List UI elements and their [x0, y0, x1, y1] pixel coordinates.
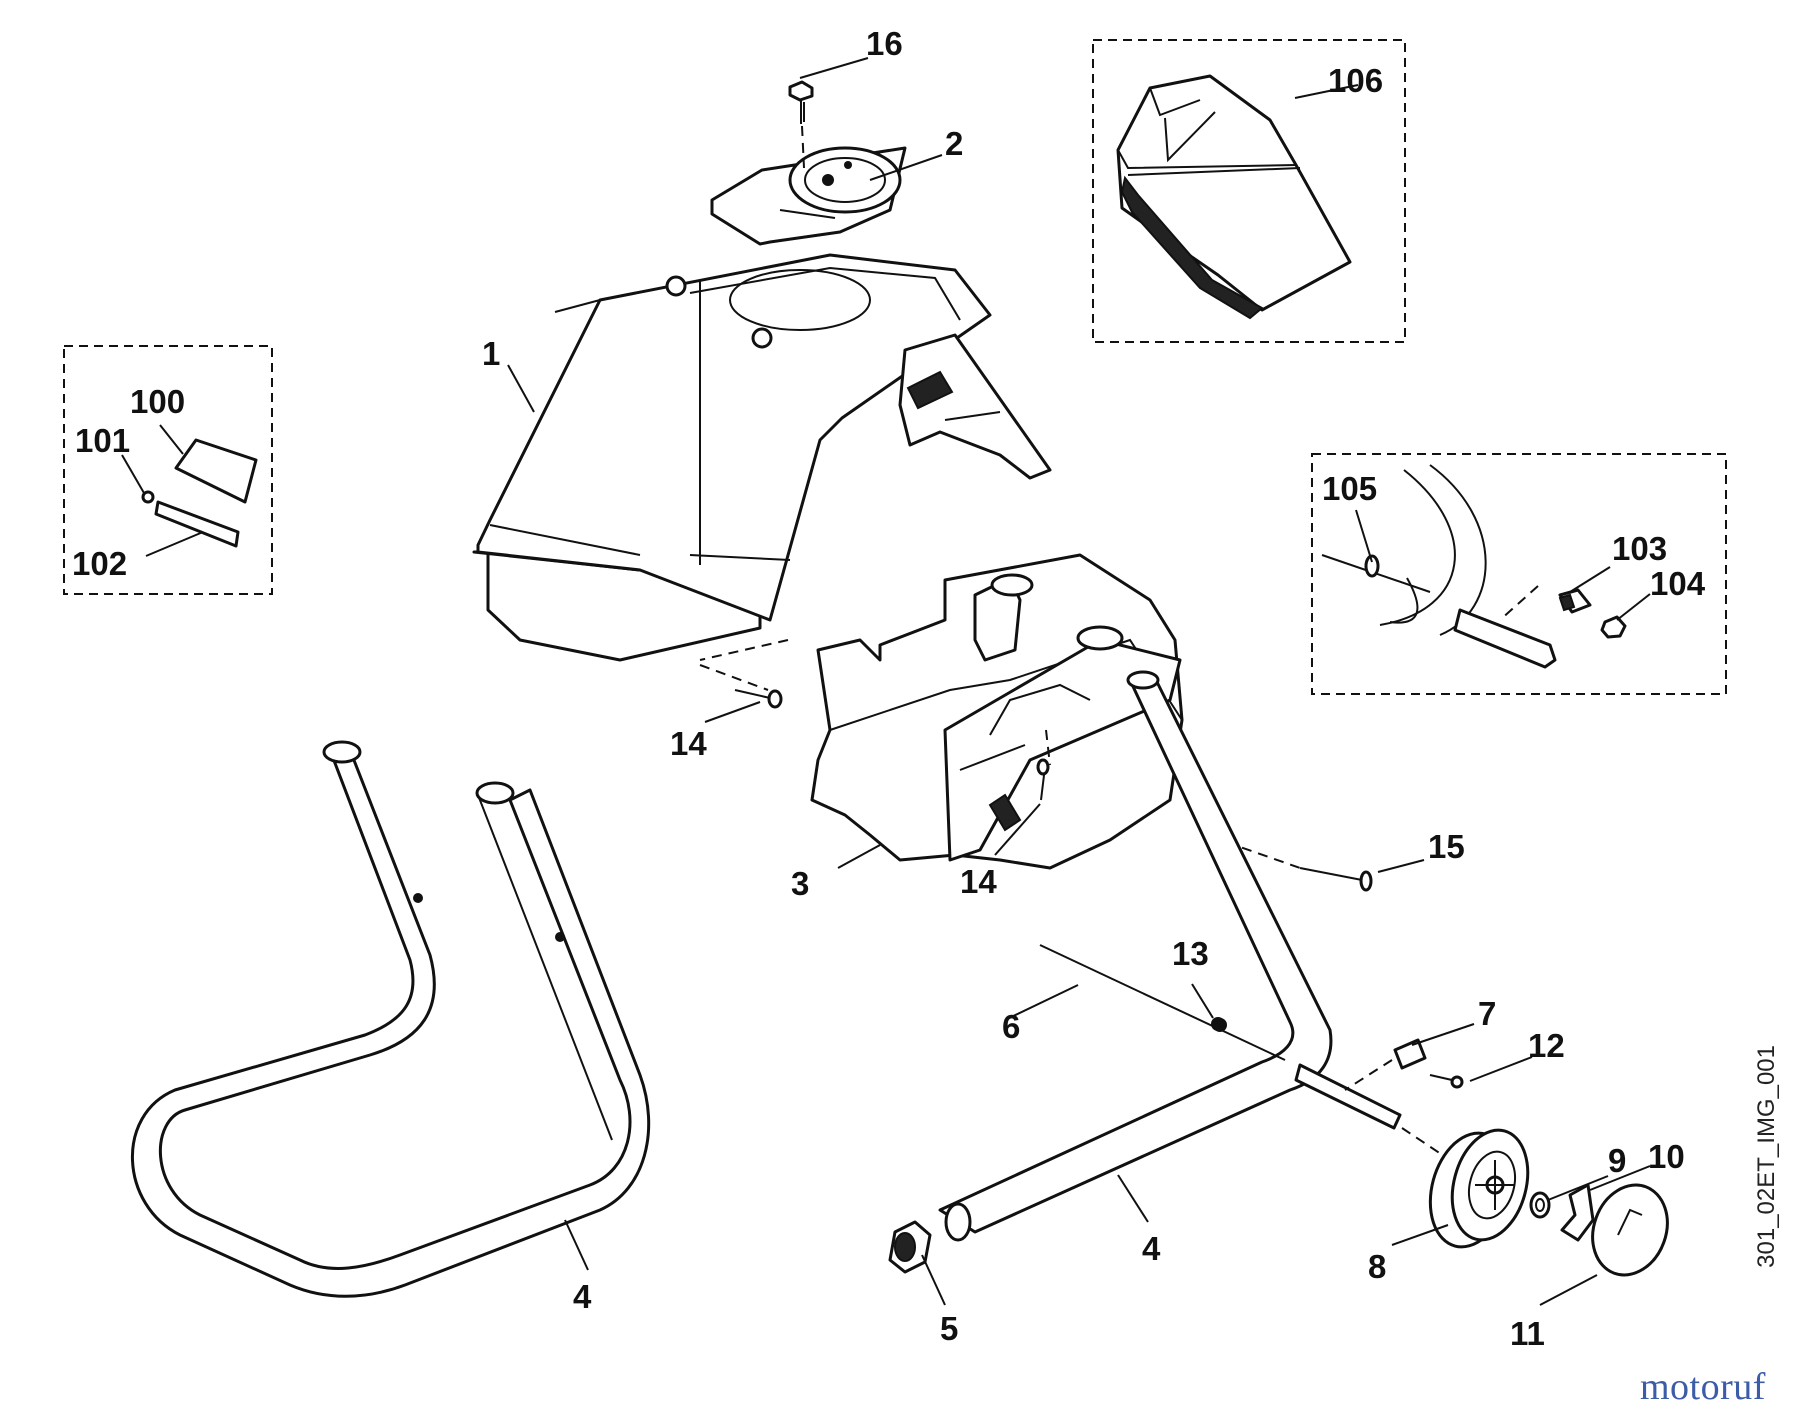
part-3-chassis	[810, 553, 1184, 870]
callout-3: 3	[791, 865, 809, 902]
part-4-frame-left	[130, 740, 651, 1298]
callout-100: 100	[130, 383, 185, 420]
watermark-logo: motoruf	[1640, 1366, 1766, 1408]
part-11-hub-cap	[1591, 1183, 1669, 1277]
part-12-screw	[1429, 1074, 1464, 1089]
callout-12: 12	[1528, 1027, 1565, 1064]
callout-4-right: 4	[1142, 1230, 1161, 1267]
callout-14-upper: 14	[670, 725, 707, 762]
callout-8: 8	[1368, 1248, 1386, 1285]
kit-box-bag	[1092, 39, 1406, 343]
part-103-sleeve	[1558, 588, 1592, 614]
part-14-screw-lower	[1036, 729, 1051, 801]
part-8-wheel	[1401, 1127, 1530, 1249]
callout-10: 10	[1648, 1138, 1685, 1175]
callout-15: 15	[1428, 828, 1465, 865]
callout-104: 104	[1650, 565, 1706, 602]
callout-2: 2	[945, 125, 963, 162]
part-100-label	[174, 438, 258, 504]
callout-103: 103	[1612, 530, 1667, 567]
part-9-washer	[1529, 1191, 1551, 1219]
part-15-screw	[1225, 841, 1373, 892]
callout-102: 102	[72, 545, 127, 582]
part-13-rivet	[1211, 1017, 1225, 1031]
callout-101: 101	[75, 422, 130, 459]
callout-4-left: 4	[573, 1278, 592, 1315]
callout-1: 1	[482, 335, 500, 372]
part-4-frame-right	[938, 670, 1402, 1242]
kit-box-axle-pin	[1311, 453, 1727, 695]
kit-box-labels	[63, 345, 273, 595]
callout-6: 6	[1002, 1008, 1020, 1045]
callout-16: 16	[866, 25, 903, 62]
callout-11: 11	[1510, 1315, 1545, 1352]
callout-7: 7	[1478, 995, 1496, 1032]
part-5-end-cap	[888, 1220, 932, 1274]
callout-9: 9	[1608, 1142, 1626, 1179]
part-101-ring	[141, 490, 155, 504]
leader-lines	[121, 57, 1651, 1306]
callout-14-lower: 14	[960, 863, 997, 900]
callout-labels: 1 2 3 4 4 5 6 7 8 9 10 11 12 13 14 14 15…	[72, 25, 1706, 1352]
part-14-screw-upper	[699, 639, 789, 709]
part-1-housing	[472, 253, 1052, 662]
drawing-reference: 301_02ET_IMG_001	[1753, 1045, 1780, 1268]
callout-105: 105	[1322, 470, 1377, 507]
part-102-strip	[154, 500, 240, 548]
callout-106: 106	[1328, 62, 1383, 99]
part-104-nut	[1453, 585, 1627, 669]
part-16-screw	[788, 80, 814, 169]
callout-5: 5	[940, 1310, 958, 1347]
part-106-collection-bag	[1116, 74, 1352, 320]
part-7-bracket	[1344, 1038, 1427, 1091]
part-2-deflector	[710, 146, 907, 246]
callout-13: 13	[1172, 935, 1209, 972]
